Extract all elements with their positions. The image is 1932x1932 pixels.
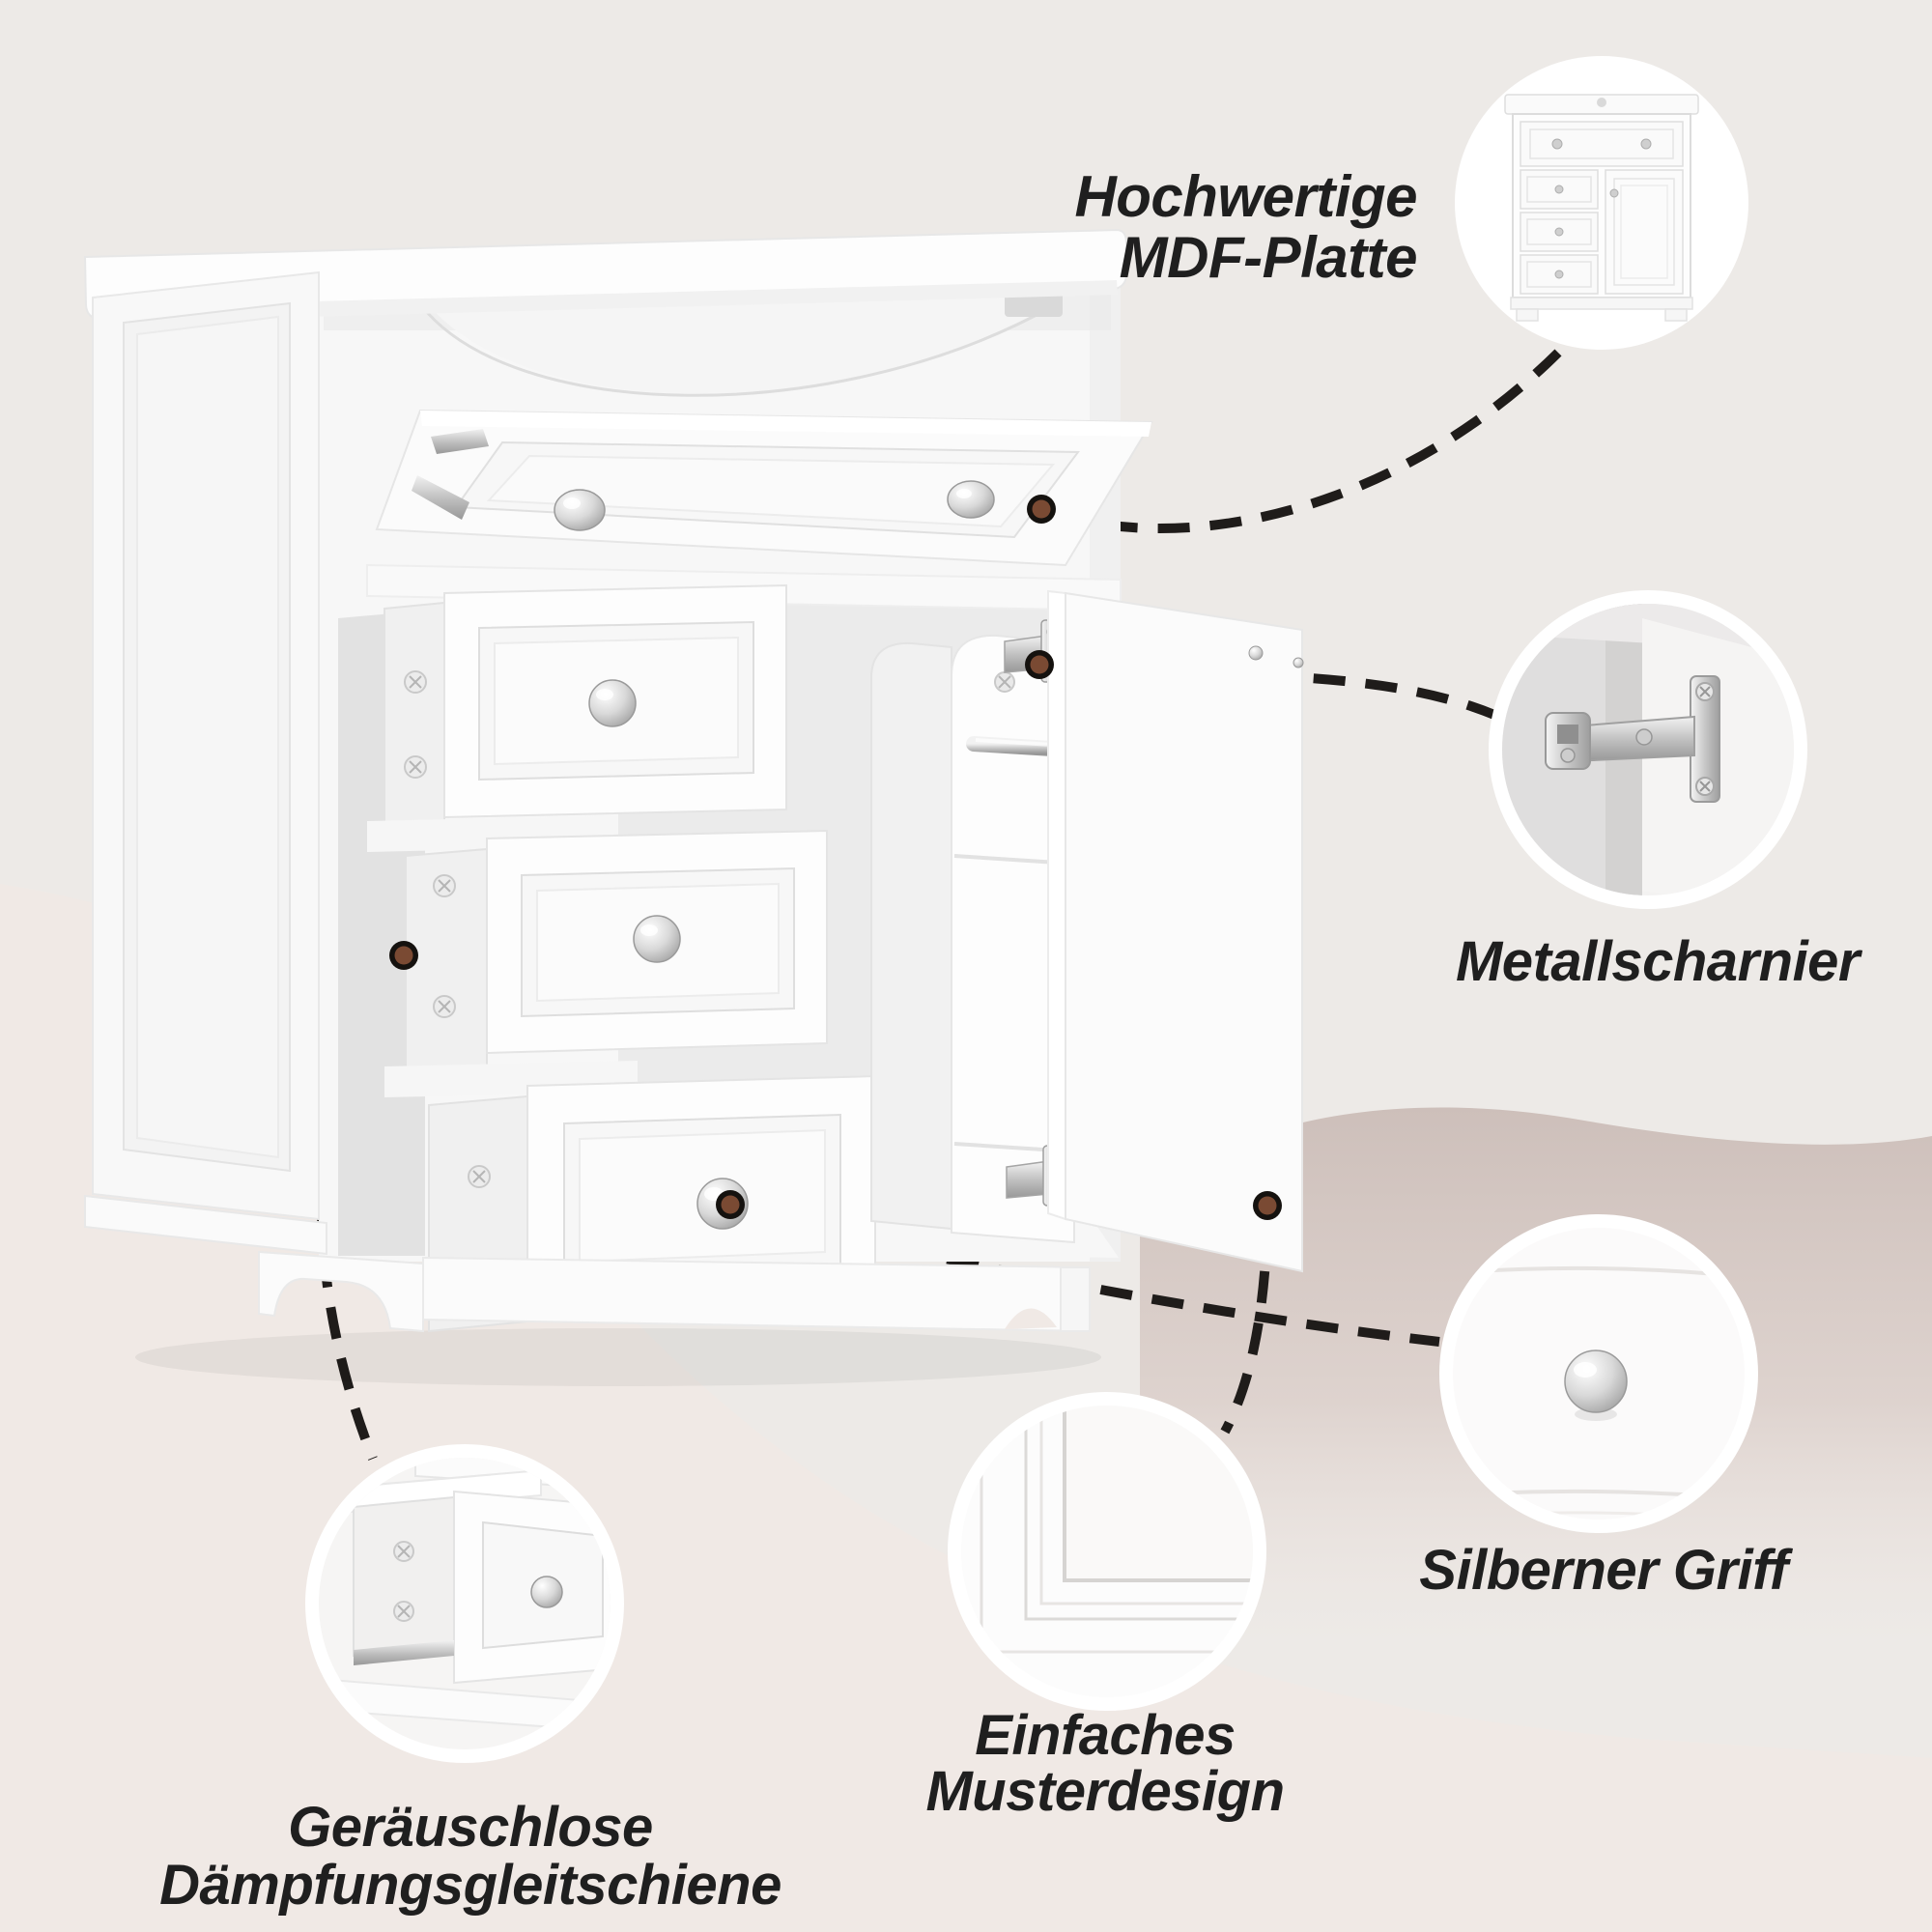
drawer-top [384,583,787,848]
feature-label-hinge: Metallscharnier [1455,930,1861,993]
feature-label-slide: Geräuschlose Dämpfungsgleitschiene [159,1799,781,1915]
callout-dot-mdf [1027,495,1056,524]
callout-dot-hinge [1025,650,1054,679]
vanity-cabinet [83,228,1304,1386]
feature-label-design: Einfaches Musterdesign [925,1704,1285,1823]
callout-dot-design [1253,1191,1282,1220]
detail-circle-design [948,1392,1266,1711]
drawer-middle [405,829,828,1092]
door-organizer [870,634,1138,1244]
callout-dot-slide [389,941,418,970]
detail-circle-slide [305,1444,624,1763]
panel-knob-left [554,489,606,531]
vanity-front-view-icon [1504,94,1699,322]
label-line: MDF-Platte [1119,225,1418,290]
feature-label-handle: Silberner Griff [1419,1539,1788,1602]
flip-down-sink-front [375,409,1153,567]
drawer-slide-rail-icon [319,1458,611,1749]
detail-circle-mdf [1455,56,1748,350]
floor-shadow [135,1328,1101,1386]
silver-knob-icon [1453,1228,1745,1520]
front-left-foot [258,1250,424,1333]
cabinet-door-open [870,589,1304,1273]
panel-corner-icon [961,1406,1253,1697]
drawer-knob [588,679,637,727]
concealed-hinge-icon [1502,604,1794,895]
drawer-knob [633,915,681,963]
feature-label-mdf: Hochwertige MDF-Platte [1074,166,1417,288]
detail-circle-hinge [1489,590,1807,909]
label-line: Dämpfungsgleitschiene [159,1854,781,1917]
detail-circle-handle [1439,1214,1758,1533]
base-plinth [422,1256,1091,1333]
label-line: Hochwertige [1074,164,1417,229]
counter-top [83,228,1127,323]
panel-knob-right [947,480,995,519]
sink-bowl [417,278,1063,397]
callout-dots [389,495,1282,1220]
label-line: Silberner Griff [1419,1539,1788,1602]
label-line: Musterdesign [925,1760,1285,1823]
label-line: Einfaches [975,1704,1236,1767]
door-slab [1047,589,1304,1273]
label-line: Metallscharnier [1455,930,1861,993]
label-line: Geräuschlose [288,1796,653,1859]
left-side-panel [84,270,424,1333]
callout-dot-handle [716,1190,745,1219]
